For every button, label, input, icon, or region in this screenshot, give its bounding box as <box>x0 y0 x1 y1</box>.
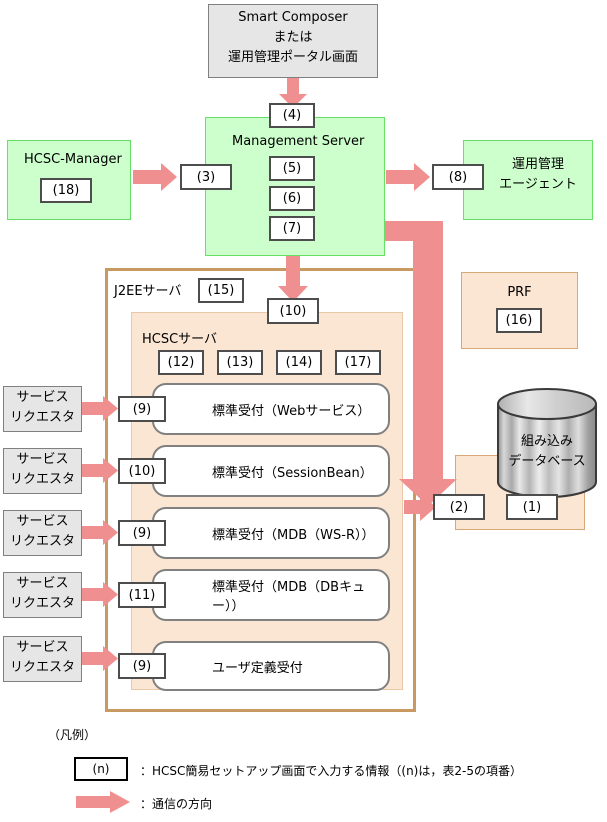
legend-key-box: (n) <box>74 757 128 781</box>
hcsc-manager-title: HCSC-Manager <box>24 152 122 167</box>
reception-label: 標準受付（MDB（WS-R）） <box>212 527 375 543</box>
service-requestor-line1: サービス <box>16 640 69 655</box>
hcsc-server-item-17: (17) <box>335 350 381 375</box>
management-agent-label: 運用管理 エージェント <box>483 155 593 195</box>
arrow-requestor-to-reception <box>82 582 118 607</box>
reception-box: 標準受付（MDB（WS-R）） <box>152 507 390 559</box>
service-requestor-line2: リクエスタ <box>9 410 75 425</box>
hcsc-manager-item-18: (18) <box>40 178 92 203</box>
service-requestor-label: サービス リクエスタ <box>3 388 82 428</box>
legend-arrow-description: ：通信の方向 <box>140 797 213 811</box>
database-item-1: (1) <box>506 494 558 520</box>
reception-num-box: (9) <box>118 520 166 546</box>
service-requestor-line2: リクエスタ <box>9 534 75 549</box>
reception-num-box: (10) <box>118 458 166 484</box>
reception-num-box: (9) <box>118 653 166 679</box>
j2ee-server-item-15: (15) <box>198 278 244 303</box>
service-requestor-label: サービス リクエスタ <box>3 512 82 552</box>
reception-label: 標準受付（Webサービス） <box>212 403 371 419</box>
management-agent-line1: 運用管理 <box>511 157 564 172</box>
reception-label: 標準受付（MDB（DBキュー）） <box>212 580 366 614</box>
reception-box: 標準受付（MDB（DBキュー）） <box>152 569 390 621</box>
service-requestor-line1: サービス <box>16 452 69 467</box>
reception-box: 標準受付（SessionBean） <box>152 445 390 497</box>
service-requestor-label: サービス リクエスタ <box>3 574 82 614</box>
arrow-management-to-link10 <box>278 256 308 302</box>
link-box-2: (2) <box>433 494 485 520</box>
arrow-manager-to-link3 <box>133 163 177 191</box>
service-requestor-line2: リクエスタ <box>9 596 75 611</box>
hcsc-server-item-14: (14) <box>276 350 322 375</box>
embedded-database-line2: データベース <box>508 454 586 469</box>
management-server-item-5: (5) <box>269 156 315 181</box>
service-requestor-line2: リクエスタ <box>9 472 75 487</box>
j2ee-server-title: J2EEサーバ <box>114 284 182 299</box>
reception-num-box: (9) <box>118 396 166 422</box>
management-server-item-6: (6) <box>269 186 315 211</box>
reception-label: 標準受付（SessionBean） <box>212 465 373 481</box>
management-agent-line2: エージェント <box>499 177 577 192</box>
hcsc-server-title: HCSCサーバ <box>142 332 218 347</box>
service-requestor-label: サービス リクエスタ <box>3 638 82 678</box>
service-requestor-line1: サービス <box>16 576 69 591</box>
service-requestor-box <box>3 636 82 682</box>
management-agent-box <box>463 140 593 220</box>
service-requestor-box <box>3 386 82 432</box>
smart-composer-line3: 運用管理ポータル画面 <box>227 50 358 65</box>
service-requestor-line1: サービス <box>16 514 69 529</box>
reception-box: ユーザ定義受付 <box>152 641 390 691</box>
service-requestor-label: サービス リクエスタ <box>3 450 82 490</box>
link-box-3: (3) <box>180 164 232 190</box>
reception-num-box: (11) <box>118 582 166 608</box>
arrow-management-to-database <box>385 221 457 506</box>
arrow-hcsc-to-database <box>404 493 436 521</box>
smart-composer-line1: Smart Composer <box>238 10 348 25</box>
arrow-requestor-to-reception <box>82 458 118 483</box>
embedded-database-line1: 組み込み <box>520 434 573 449</box>
service-requestor-box <box>3 572 82 618</box>
hcsc-server-box <box>131 312 403 690</box>
service-requestor-line1: サービス <box>16 390 69 405</box>
management-server-item-4: (4) <box>269 103 315 128</box>
arrow-management-to-link8 <box>386 163 430 191</box>
link-box-8: (8) <box>432 164 484 190</box>
smart-composer-box <box>208 4 378 78</box>
legend-title: （凡例） <box>48 728 97 742</box>
link-box-10: (10) <box>267 298 319 324</box>
legend-key-box-description: ：HCSC簡易セットアップ画面で入力する情報（(n)は，表2-5の項番） <box>140 764 522 778</box>
prf-title: PRF <box>507 285 532 300</box>
hcsc-server-item-12: (12) <box>158 350 204 375</box>
smart-composer-line2: または <box>273 30 313 45</box>
service-requestor-box <box>3 448 82 494</box>
arrow-requestor-to-reception <box>82 396 118 421</box>
legend-arrow-icon <box>76 791 130 813</box>
arrow-composer-to-management <box>279 78 307 108</box>
arrow-requestor-to-reception <box>82 646 118 671</box>
smart-composer-label: Smart Composer または 運用管理ポータル画面 <box>208 8 378 68</box>
service-requestor-box <box>3 510 82 556</box>
management-server-item-7: (7) <box>269 216 315 241</box>
service-requestor-line2: リクエスタ <box>9 660 75 675</box>
management-server-title: Management Server <box>232 134 365 149</box>
prf-item-16: (16) <box>496 308 542 333</box>
reception-box: 標準受付（Webサービス） <box>152 383 390 435</box>
arrow-requestor-to-reception <box>82 520 118 545</box>
embedded-database-label: 組み込み データベース <box>494 432 600 472</box>
reception-label: ユーザ定義受付 <box>212 660 303 676</box>
hcsc-server-item-13: (13) <box>217 350 263 375</box>
